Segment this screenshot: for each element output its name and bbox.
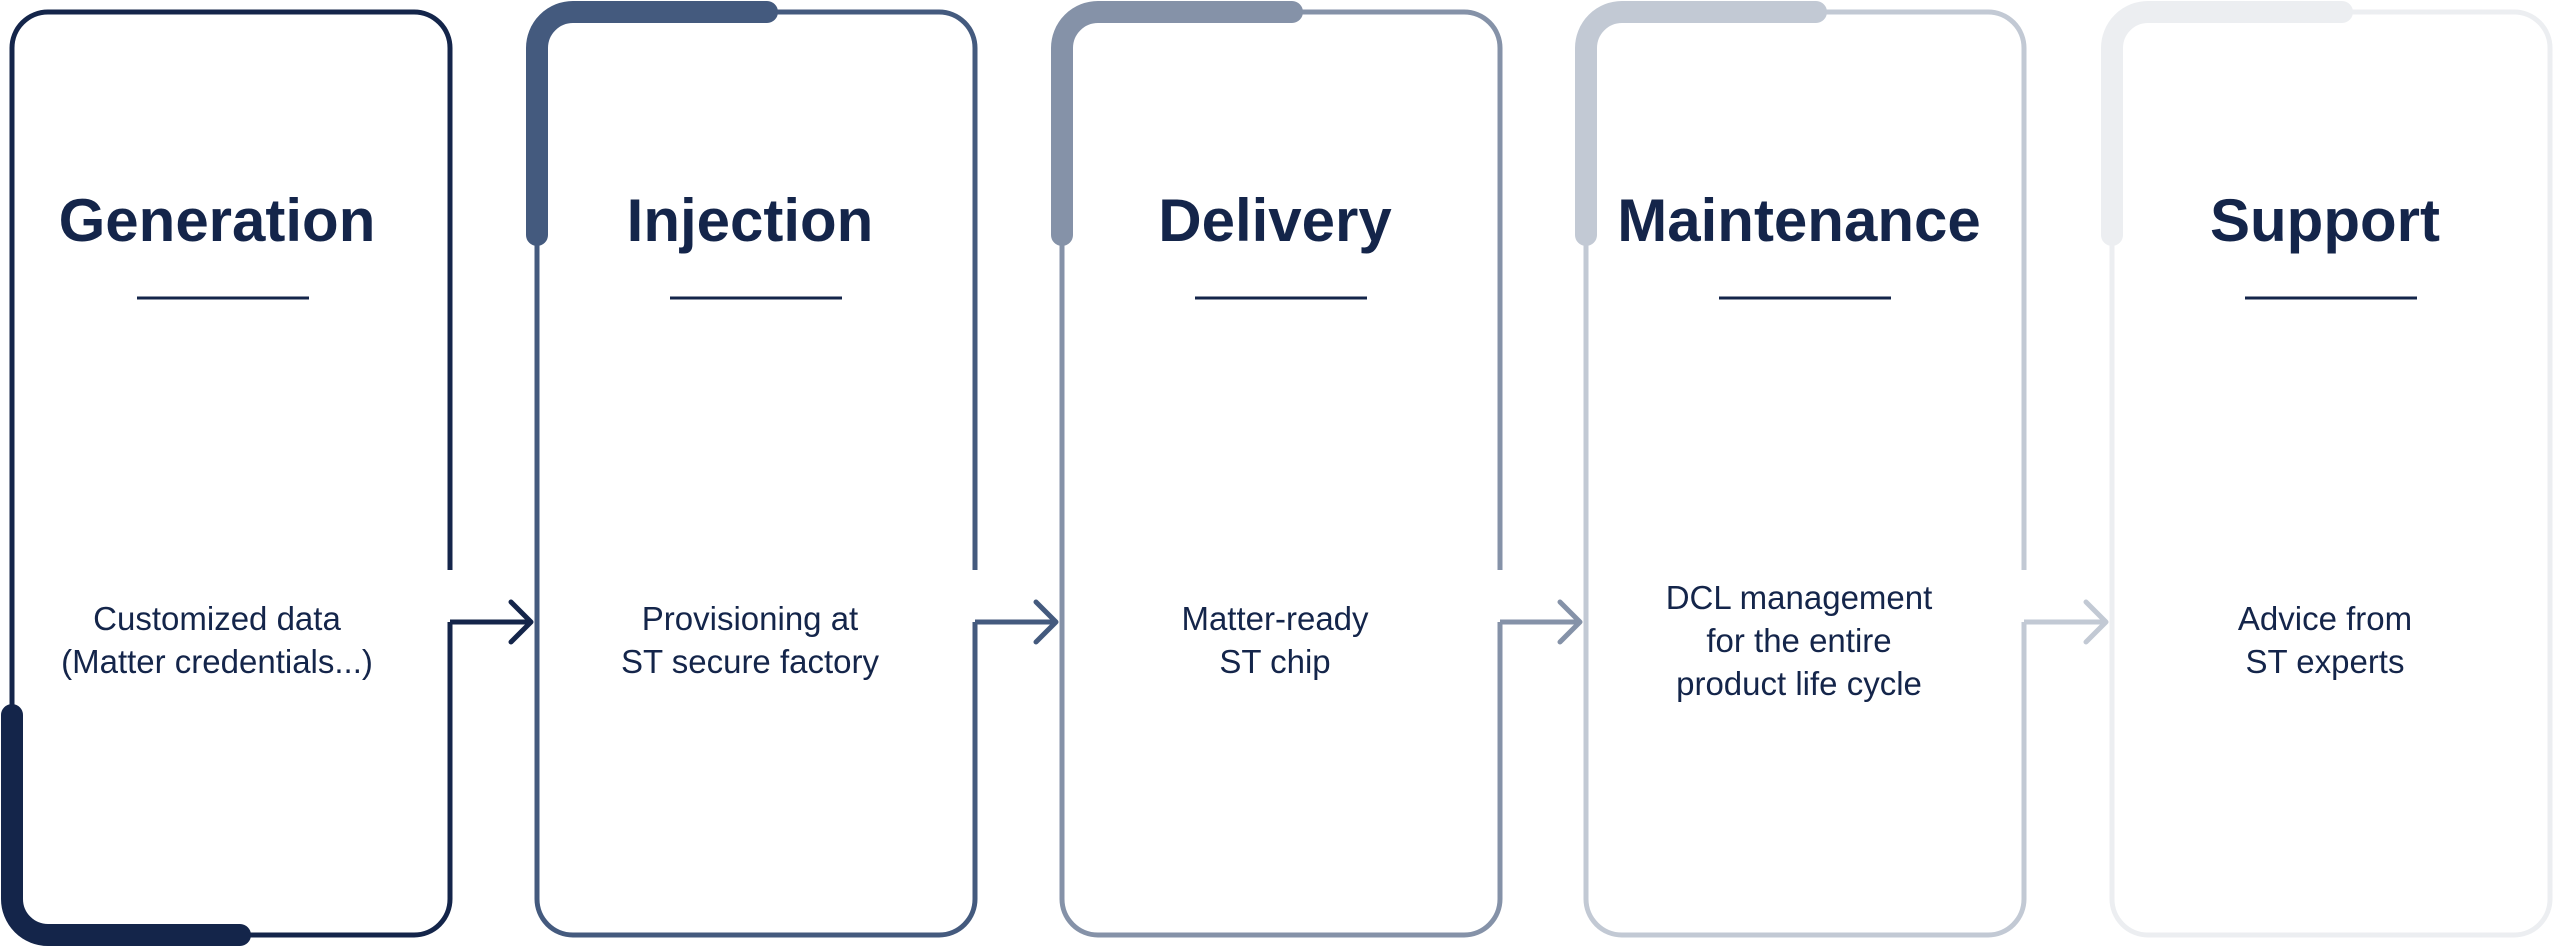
stage-frame: [1583, 9, 2027, 938]
stage-description: DCL management for the entire product li…: [1580, 576, 2018, 705]
description-line: Customized data: [93, 600, 341, 637]
description-line: Provisioning at: [641, 600, 859, 637]
description-line: product life cycle: [1676, 664, 1922, 702]
description-line: Matter-ready: [1181, 600, 1369, 637]
progress-accent: [1051, 1, 1303, 246]
stage-title: Maintenance: [1617, 187, 1981, 254]
stage-title: Injection: [626, 187, 874, 254]
stage-title: Delivery: [1158, 187, 1392, 254]
description-line: ST secure factory: [621, 643, 879, 680]
stage-generation: Generation Customized data (Matter crede…: [0, 0, 436, 949]
description-line: (Matter credentials...): [61, 643, 373, 680]
stage-description: Matter-ready ST chip: [1056, 597, 1494, 683]
stage-delivery: Delivery Matter-ready ST chip: [1056, 0, 1494, 949]
stage-injection: Injection Provisioning at ST secure fact…: [531, 0, 969, 949]
description-line: Advice from: [2237, 600, 2413, 637]
stage-frame: [9, 9, 453, 938]
arrow-icon: [2083, 599, 2109, 645]
stage-frame: [1059, 9, 1503, 938]
progress-accent: [526, 1, 778, 246]
description-line: DCL management: [1665, 578, 1933, 616]
stage-support: Support Advice from ST experts: [2106, 0, 2544, 949]
arrow-icon: [1557, 599, 1583, 645]
stage-title: Generation: [58, 187, 376, 254]
description-line: ST experts: [2245, 643, 2405, 680]
stage-description: Customized data (Matter credentials...): [0, 597, 436, 683]
progress-accent: [1575, 1, 1827, 246]
stage-frame: [534, 9, 978, 938]
stage-maintenance: Maintenance DCL management for the entir…: [1580, 0, 2018, 949]
stage-arrows: [450, 599, 2109, 645]
arrow-icon: [508, 599, 534, 645]
stage-description: Provisioning at ST secure factory: [531, 597, 969, 683]
description-line: ST chip: [1219, 643, 1331, 680]
progress-accent: [1, 704, 251, 946]
arrow-icon: [1033, 599, 1059, 645]
description-line: for the entire: [1706, 621, 1892, 659]
stage-description: Advice from ST experts: [2106, 597, 2544, 683]
progress-accent: [2101, 1, 2353, 246]
stage-title: Support: [2210, 187, 2440, 254]
